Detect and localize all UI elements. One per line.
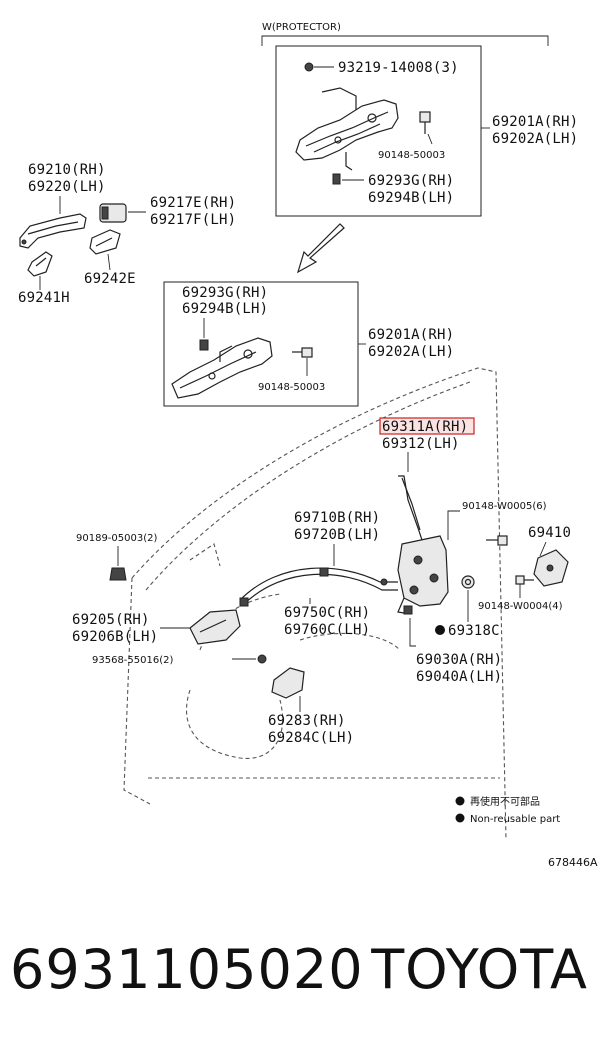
label-69205: 69205(RH) bbox=[72, 612, 150, 628]
inside-handle-drawing bbox=[189, 609, 241, 645]
outside-handle-drawing bbox=[19, 213, 87, 249]
leader-69030a bbox=[409, 618, 416, 647]
label-69217e: 69217E(RH) bbox=[150, 195, 236, 211]
bezel-69283-drawing bbox=[271, 667, 305, 699]
label-90148-w0005: 90148-W0005(6) bbox=[462, 501, 547, 512]
label-69318c: 69318C bbox=[448, 623, 500, 639]
leader-69410 bbox=[539, 541, 547, 557]
bolt-90148-mid-icon bbox=[292, 347, 313, 376]
label-69202a-top: 69202A(LH) bbox=[492, 131, 578, 147]
label-90148-top: 90148-50003 bbox=[378, 150, 445, 161]
bolt-90148-w0004-icon bbox=[515, 575, 534, 598]
arrow-down-left-icon bbox=[297, 223, 345, 274]
label-69710b: 69710B(RH) bbox=[294, 510, 380, 526]
screw-93568-icon bbox=[232, 654, 267, 664]
label-69311a: 69311A(RH) bbox=[382, 419, 468, 435]
part-number: 6931105020 bbox=[10, 938, 364, 1001]
label-69030a: 69030A(RH) bbox=[416, 652, 502, 668]
label-69294b-top: 69294B(LH) bbox=[368, 190, 454, 206]
label-90148-w0004: 90148-W0004(4) bbox=[478, 601, 563, 612]
screw-93219-icon bbox=[304, 62, 334, 72]
label-69217f: 69217F(LH) bbox=[150, 212, 236, 228]
legend-dot-en bbox=[455, 813, 465, 823]
clip-90189-icon bbox=[109, 567, 127, 581]
door-lock-assembly-drawing bbox=[397, 535, 449, 615]
label-69312: 69312(LH) bbox=[382, 436, 460, 452]
protector-box bbox=[275, 45, 482, 217]
bolt-90148-top-icon bbox=[419, 111, 433, 145]
protector-bracket bbox=[261, 35, 549, 46]
legend-note-en: Non-reusable part bbox=[470, 814, 560, 825]
label-69760c: 69760C(LH) bbox=[284, 622, 370, 638]
exploded-parts-diagram: W(PROTECTOR) 93219-14008(3) 90148-50003 … bbox=[18, 22, 598, 869]
label-93568: 93568-55016(2) bbox=[92, 655, 173, 666]
label-69220: 69220(LH) bbox=[28, 179, 106, 195]
label-69410: 69410 bbox=[528, 525, 571, 541]
brand-name: TOYOTA bbox=[371, 938, 588, 1001]
lock-rod-69311a-drawing bbox=[398, 475, 427, 553]
legend-dot-jp bbox=[455, 796, 465, 806]
label-69241h: 69241H bbox=[18, 290, 70, 306]
door-outline bbox=[123, 367, 507, 841]
striker-69410-drawing bbox=[533, 549, 569, 587]
label-69294b-mid: 69294B(LH) bbox=[182, 301, 268, 317]
non-reusable-dot-69318c bbox=[435, 625, 445, 635]
label-69750c: 69750C(RH) bbox=[284, 605, 370, 621]
pad-69242e-drawing bbox=[89, 229, 121, 255]
label-69201a-top: 69201A(RH) bbox=[492, 114, 578, 130]
label-69206b: 69206B(LH) bbox=[72, 629, 158, 645]
label-69283: 69283(RH) bbox=[268, 713, 346, 729]
label-69720b: 69720B(LH) bbox=[294, 527, 380, 543]
label-69201a-mid: 69201A(RH) bbox=[368, 327, 454, 343]
cable-69710b-drawing bbox=[239, 567, 398, 607]
handle-frame-top-drawing bbox=[295, 87, 399, 171]
handle-cap-69217-drawing bbox=[99, 203, 127, 223]
label-69242e: 69242E bbox=[84, 271, 136, 287]
leader-90148-w0005 bbox=[447, 510, 460, 540]
clip-69293g-mid-icon bbox=[199, 339, 209, 351]
label-90189: 90189-05003(2) bbox=[76, 533, 157, 544]
legend-note-jp: 再使用不可部品 bbox=[470, 795, 540, 808]
label-69293g-mid: 69293G(RH) bbox=[182, 285, 268, 301]
clip-69293g-top-icon bbox=[332, 173, 364, 185]
label-69040a: 69040A(LH) bbox=[416, 669, 502, 685]
leader-69242e bbox=[107, 253, 111, 271]
label-69202a-mid: 69202A(LH) bbox=[368, 344, 454, 360]
grommet-69318c-icon bbox=[461, 575, 475, 622]
bolt-90148-w0005-icon bbox=[486, 535, 508, 546]
protector-label: W(PROTECTOR) bbox=[262, 22, 341, 33]
label-90148-mid: 90148-50003 bbox=[258, 382, 325, 393]
label-69210: 69210(RH) bbox=[28, 162, 106, 178]
label-69284c: 69284C(LH) bbox=[268, 730, 354, 746]
label-69293g-top: 69293G(RH) bbox=[368, 173, 454, 189]
pad-69241h-drawing bbox=[27, 251, 53, 277]
handle-frame-mid-drawing bbox=[171, 337, 273, 399]
diagram-code: 678446A bbox=[548, 856, 598, 869]
highlight-69311a bbox=[379, 417, 475, 435]
label-93219: 93219-14008(3) bbox=[338, 60, 459, 76]
